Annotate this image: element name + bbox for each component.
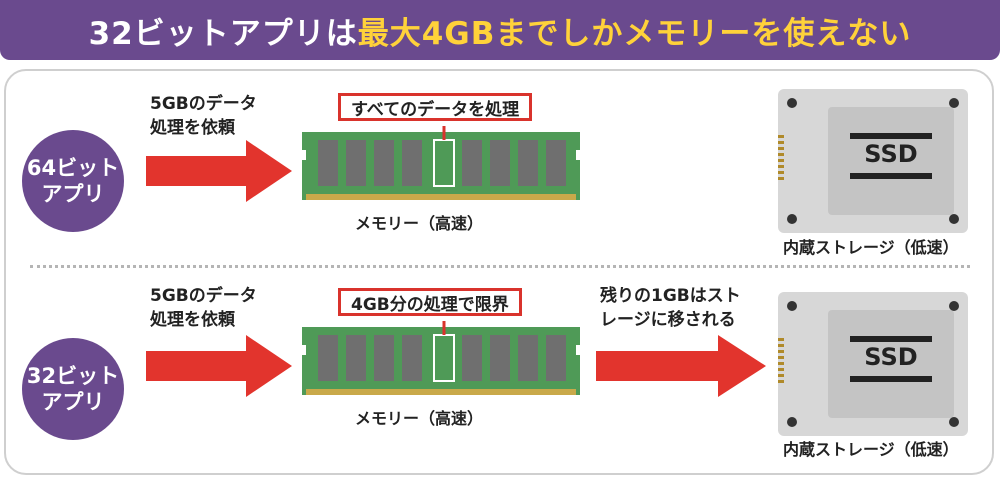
request-text: 5GBのデータ 処理を依頼 [150, 92, 300, 140]
app-circle-32bit: 32ビット アプリ [22, 338, 124, 440]
memory-label: 4GB分の処理で限界 [338, 288, 522, 316]
request-line1: 5GBのデータ [150, 286, 257, 306]
overflow-line1: 残りの1GBはスト [600, 286, 741, 306]
app-label-line1: 64ビット [26, 156, 120, 180]
ram-module-icon [302, 126, 580, 200]
row-divider [30, 265, 970, 268]
page-title: 32ビットアプリは最大4GBまでしかメモリーを使えない [89, 8, 912, 53]
request-line1: 5GBのデータ [150, 94, 257, 114]
row-64bit: 64ビット アプリ 5GBのデータ 処理を依頼 すべてのデータを処理 メモリー（… [0, 70, 1000, 270]
memory-label: すべてのデータを処理 [338, 93, 533, 121]
memory-caption: メモリー（高速） [355, 214, 484, 233]
ssd-icon [778, 89, 968, 233]
request-line2: 処理を依頼 [150, 118, 235, 138]
app-circle-64bit: 64ビット アプリ [22, 130, 124, 232]
request-line2: 処理を依頼 [150, 310, 235, 330]
title-prefix: 32ビットアプリは [88, 15, 358, 52]
request-arrow [146, 140, 292, 202]
row-32bit: 32ビット アプリ 5GBのデータ 処理を依頼 4GB分の処理で限界 メモリー（… [0, 278, 1000, 478]
app-label-line2: アプリ [41, 390, 105, 414]
ssd-icon [778, 292, 968, 436]
storage-caption: 内蔵ストレージ（低速） [783, 440, 959, 459]
overflow-arrow [596, 335, 766, 397]
request-text: 5GBのデータ 処理を依頼 [150, 284, 300, 332]
ssd-label: SSD [864, 343, 918, 371]
ram-module-icon [302, 321, 580, 395]
request-arrow [146, 335, 292, 397]
title-bar: 32ビットアプリは最大4GBまでしかメモリーを使えない [0, 0, 1000, 60]
overflow-line2: レージに移される [600, 310, 736, 330]
app-label-line2: アプリ [41, 182, 105, 206]
ssd-label: SSD [864, 140, 918, 168]
title-highlight: 最大4GBまでしかメモリーを使えない [357, 15, 912, 52]
storage-caption: 内蔵ストレージ（低速） [783, 238, 959, 257]
app-label-line1: 32ビット [26, 364, 120, 388]
overflow-text: 残りの1GBはスト レージに移される [600, 284, 770, 332]
memory-caption: メモリー（高速） [355, 409, 484, 428]
